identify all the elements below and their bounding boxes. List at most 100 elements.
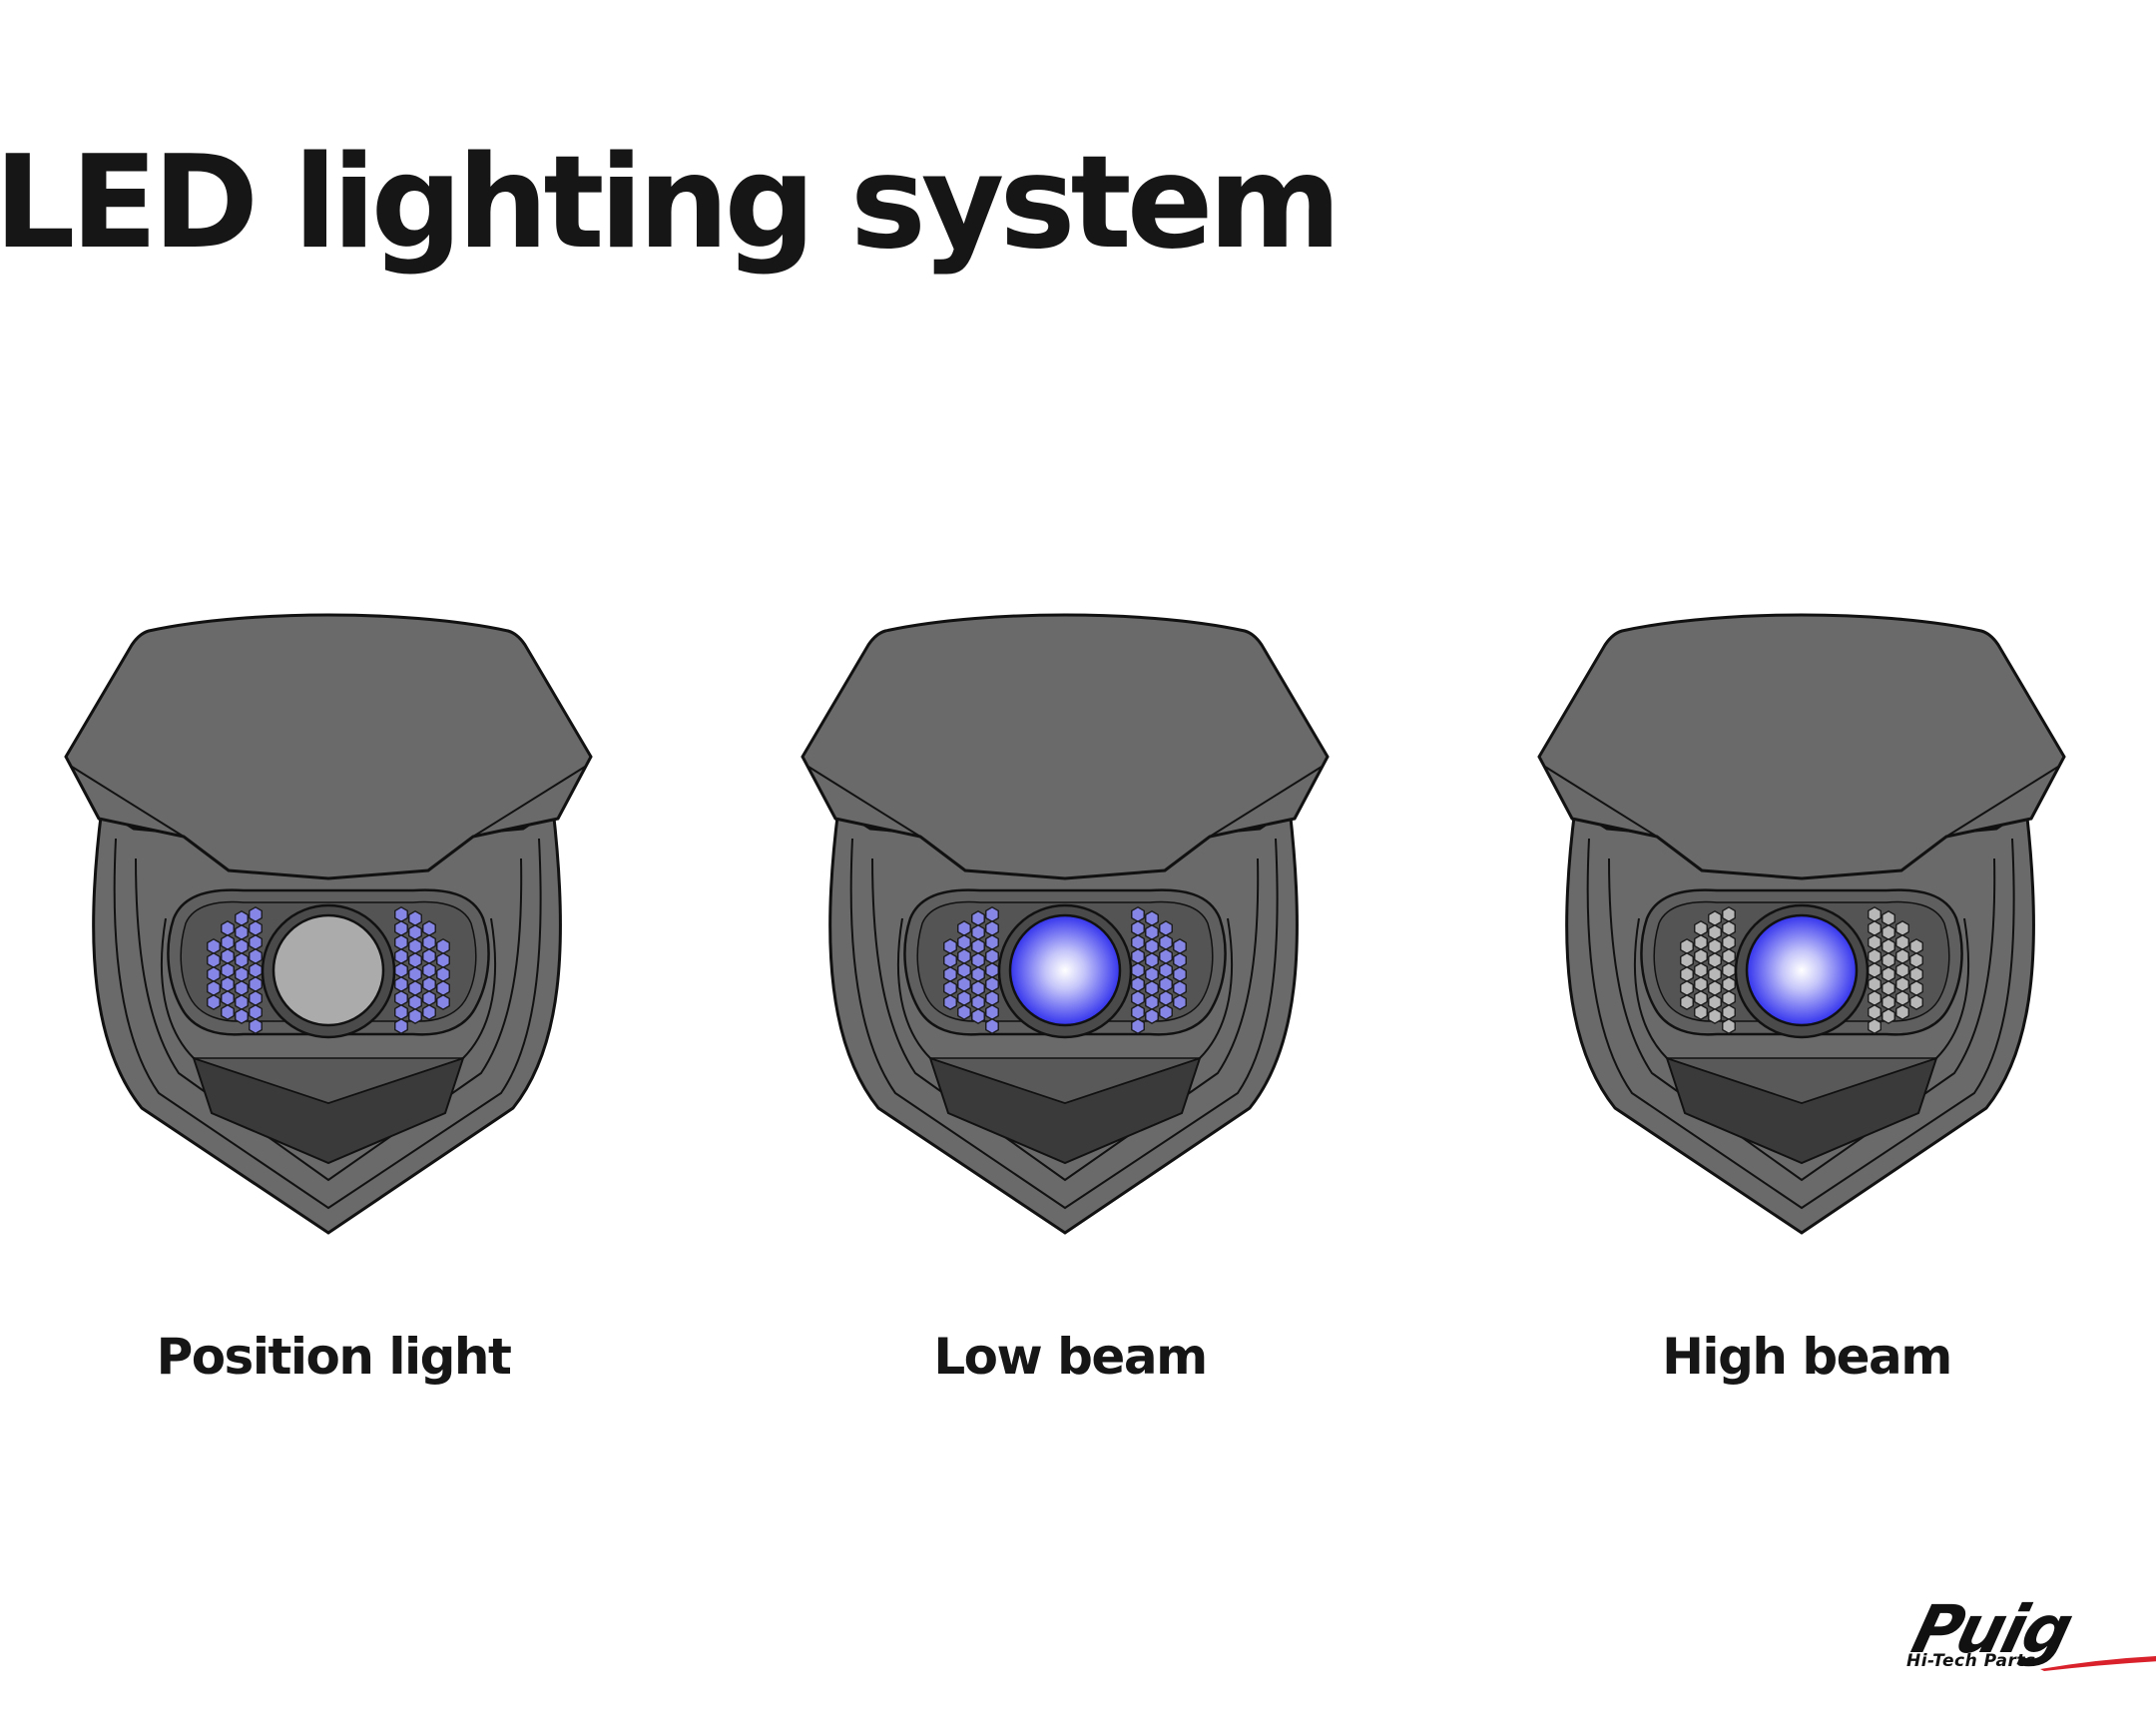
led-hex	[1173, 993, 1187, 1011]
led-hex	[207, 937, 221, 955]
led-hex	[985, 1003, 999, 1021]
led-hex	[1909, 965, 1923, 983]
caption-position-light: Position light	[156, 1328, 512, 1386]
led-hex	[1145, 937, 1159, 955]
led-hex	[1173, 951, 1187, 969]
led-hex	[221, 989, 235, 1007]
led-hex	[1722, 961, 1736, 979]
led-hex	[1694, 989, 1708, 1007]
led-hex	[943, 993, 957, 1011]
led-hex	[1868, 961, 1882, 979]
led-hex	[408, 923, 422, 941]
led-hex	[1722, 989, 1736, 1007]
mask-groove	[1935, 917, 1970, 1059]
led-hex	[1694, 961, 1708, 979]
led-hex	[394, 989, 408, 1007]
led-hex	[408, 965, 422, 983]
led-hex	[249, 975, 263, 993]
led-hex	[221, 1003, 235, 1021]
led-hex	[985, 919, 999, 937]
led-hex	[221, 975, 235, 993]
led-hex	[1680, 937, 1694, 955]
led-hex	[1909, 979, 1923, 997]
led-hex	[1145, 979, 1159, 997]
led-hex	[235, 951, 249, 969]
led-hex	[1868, 947, 1882, 965]
led-hex	[235, 979, 249, 997]
led-hex	[1694, 975, 1708, 993]
caption-low-beam: Low beam	[933, 1328, 1208, 1386]
led-hex	[235, 993, 249, 1011]
mask-contour	[849, 838, 1279, 1210]
headlight-mask-illustration	[801, 613, 1330, 1235]
cowl-edge	[808, 766, 1323, 838]
led-hex	[1895, 947, 1909, 965]
led-hex	[436, 937, 450, 955]
led-hex	[249, 919, 263, 937]
led-hex	[985, 1017, 999, 1035]
led-hex	[957, 947, 971, 965]
led-hex	[1680, 993, 1694, 1011]
led-hex	[221, 961, 235, 979]
led-hex	[1145, 965, 1159, 983]
led-hex	[1159, 961, 1173, 979]
led-hex	[1145, 1007, 1159, 1025]
center-lens	[271, 913, 385, 1027]
led-hex	[1131, 961, 1145, 979]
led-hex	[985, 989, 999, 1007]
led-hex	[249, 933, 263, 951]
page-title: LED lighting system	[0, 129, 1342, 278]
mask-contour	[135, 858, 523, 1182]
led-hex	[394, 1017, 408, 1035]
led-hex	[1708, 1007, 1722, 1025]
led-hex	[394, 905, 408, 923]
brand-swoosh-icon	[2040, 1655, 2156, 1671]
led-hex	[1722, 947, 1736, 965]
led-hex	[1131, 975, 1145, 993]
led-hex	[971, 923, 985, 941]
led-hex	[249, 989, 263, 1007]
led-hex	[422, 933, 436, 951]
led-hex	[1868, 1017, 1882, 1035]
led-hex	[1722, 1017, 1736, 1035]
mask-vent-top	[193, 1057, 464, 1104]
led-hex	[436, 951, 450, 969]
mask-groove	[1199, 917, 1234, 1059]
led-hex	[1680, 979, 1694, 997]
headlight-mask-low-beam	[791, 589, 1349, 1248]
led-hex	[943, 951, 957, 969]
led-hex	[1708, 937, 1722, 955]
led-hex	[207, 951, 221, 969]
mask-contour	[871, 858, 1260, 1182]
led-hex	[221, 947, 235, 965]
headlight-mask-illustration	[1537, 613, 2066, 1235]
led-hex	[985, 947, 999, 965]
led-hex	[957, 975, 971, 993]
led-hex	[1159, 919, 1173, 937]
mask-contour	[1586, 838, 2015, 1210]
led-hex	[1145, 993, 1159, 1011]
led-hex	[1909, 993, 1923, 1011]
led-hex	[1708, 923, 1722, 941]
led-hex	[1694, 947, 1708, 965]
mask-groove	[896, 917, 931, 1059]
caption-high-beam: High beam	[1662, 1328, 1952, 1386]
led-hex	[957, 961, 971, 979]
led-hex	[1868, 1003, 1882, 1021]
led-hex	[249, 947, 263, 965]
led-hex	[971, 965, 985, 983]
cowl-edge	[71, 766, 586, 838]
mask-contour	[113, 838, 542, 1210]
led-hex	[1131, 989, 1145, 1007]
led-hex	[1708, 993, 1722, 1011]
led-hex	[985, 933, 999, 951]
led-hex	[1895, 919, 1909, 937]
led-hex	[943, 979, 957, 997]
led-hex	[394, 919, 408, 937]
mask-vent-top	[1666, 1057, 1937, 1104]
brand-logo: Puig Hi-Tech Parts	[1900, 1595, 2156, 1675]
led-hex	[1708, 979, 1722, 997]
led-hex	[1680, 951, 1694, 969]
led-hex	[1159, 947, 1173, 965]
center-lens	[1008, 913, 1122, 1027]
